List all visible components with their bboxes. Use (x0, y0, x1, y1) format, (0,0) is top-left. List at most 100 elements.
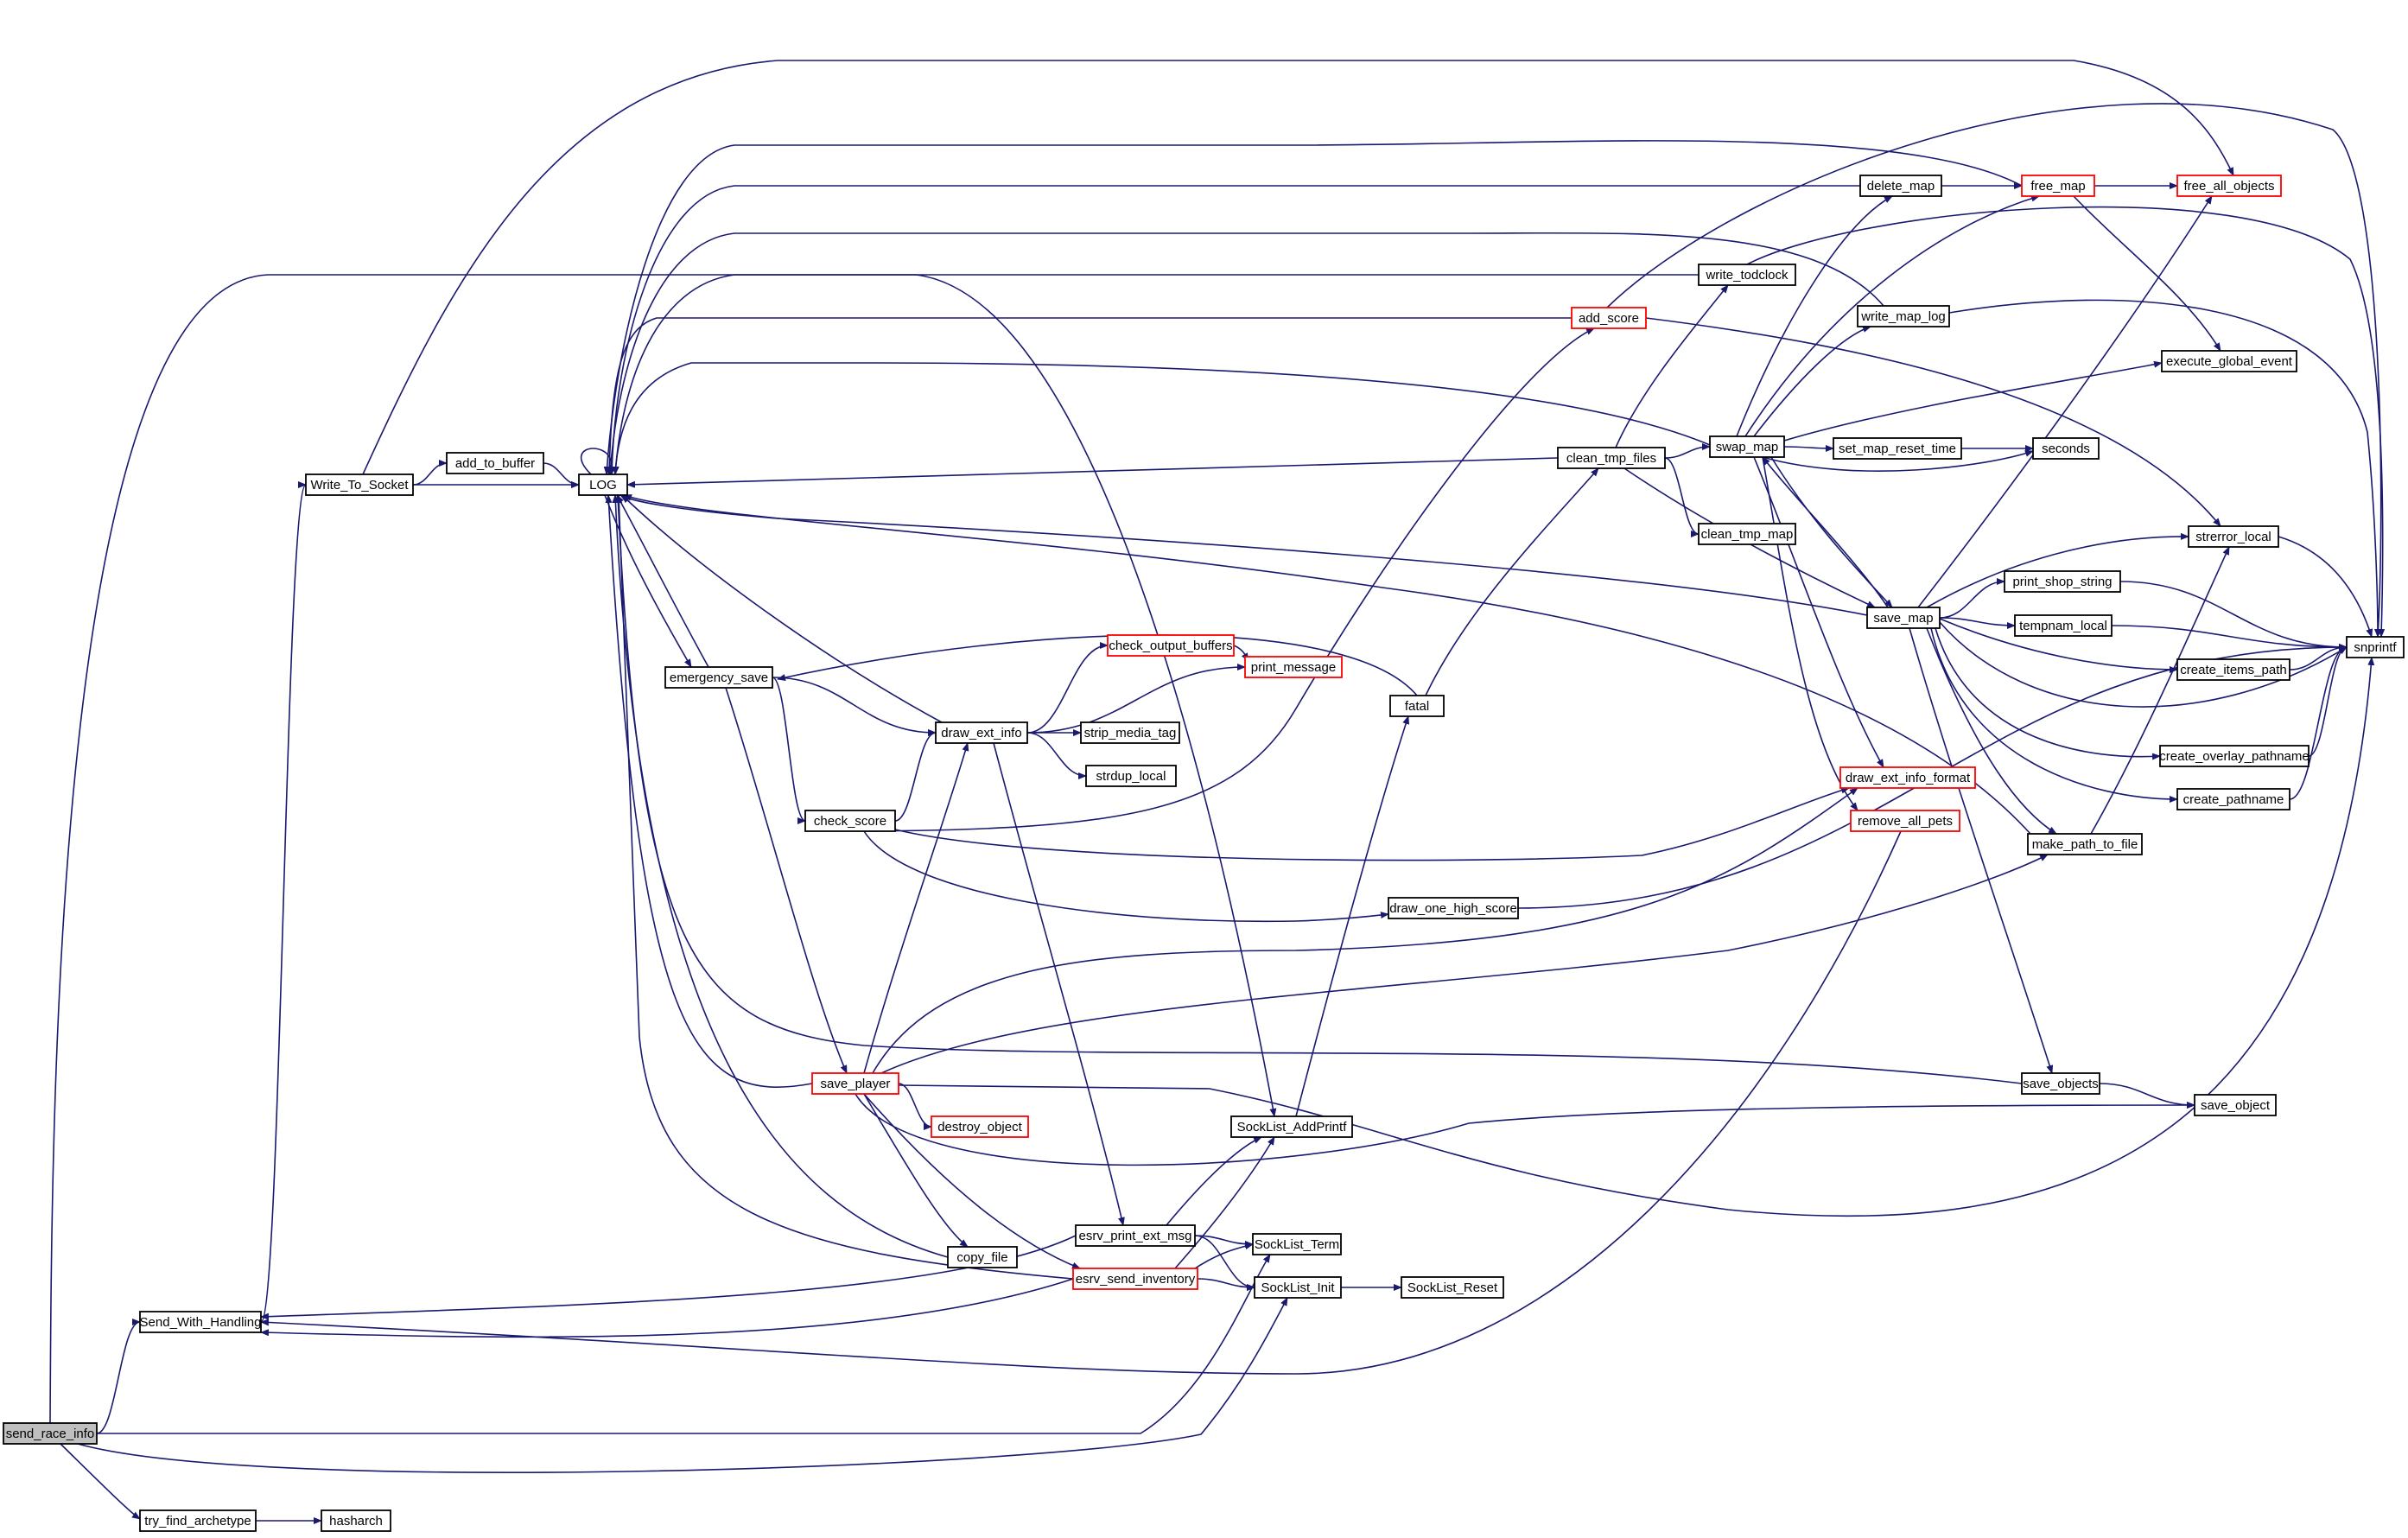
edge-emergency_save-to-check_score (772, 677, 806, 824)
node-strerror_local[interactable]: strerror_local (2188, 525, 2279, 548)
node-delete_map[interactable]: delete_map (1859, 175, 1942, 197)
edge-fatal-to-clean_tmp_files (1425, 467, 1599, 696)
edge-esrv_send_inventory-to-SockList_Term (1191, 1242, 1254, 1271)
node-tempnam_local[interactable]: tempnam_local (2014, 614, 2113, 637)
node-esrv_print_ext_msg[interactable]: esrv_print_ext_msg (1075, 1224, 1196, 1247)
node-destroy_object[interactable]: destroy_object (931, 1115, 1029, 1138)
node-box (1709, 435, 1785, 458)
node-execute_global_event[interactable]: execute_global_event (2161, 350, 2297, 372)
node-check_output_buffers[interactable]: check_output_buffers (1107, 634, 1235, 657)
node-save_map[interactable]: save_map (1866, 607, 1941, 629)
node-box (947, 1246, 1018, 1268)
node-Send_With_Handling[interactable]: Send_With_Handling (139, 1311, 262, 1333)
node-strip_media_tag[interactable]: strip_media_tag (1080, 721, 1180, 744)
node-label: swap_map (1716, 440, 1779, 454)
node-clean_tmp_files[interactable]: clean_tmp_files (1557, 447, 1666, 469)
edge-send_race_info-to-try_find_archetype (60, 1443, 141, 1520)
node-create_overlay_pathname[interactable]: create_overlay_pathname (2159, 745, 2310, 767)
node-label: esrv_print_ext_msg (1079, 1229, 1192, 1243)
edge-clean_tmp_files-to-LOG (626, 457, 1559, 488)
node-label: check_score (814, 814, 886, 829)
node-Write_To_Socket[interactable]: Write_To_Socket (305, 473, 414, 496)
node-add_score[interactable]: add_score (1571, 307, 1647, 329)
edge-strerror_local-to-snprintf (2278, 536, 2373, 638)
edge-send_race_info-to-SockList_Init (77, 1297, 1288, 1473)
node-label: destroy_object (937, 1120, 1022, 1134)
node-send_race_info[interactable]: send_race_info (3, 1422, 98, 1445)
node-clean_tmp_map[interactable]: clean_tmp_map (1698, 523, 1796, 545)
node-label: SockList_Init (1261, 1281, 1335, 1295)
edge-draw_ext_info-to-LOG (621, 494, 943, 723)
edge-save_map-to-make_path_to_file (1926, 627, 2057, 835)
node-label: check_output_buffers (1109, 639, 1232, 653)
node-box (2161, 350, 2297, 372)
edge-create_overlay_pathname-to-snprintf (2308, 644, 2348, 757)
node-draw_one_high_score[interactable]: draw_one_high_score (1388, 897, 1519, 919)
node-label: create_pathname (2183, 792, 2284, 807)
edge-save_player-to-LOG (605, 494, 813, 1088)
node-SockList_AddPrintf[interactable]: SockList_AddPrintf (1230, 1115, 1353, 1138)
node-fatal[interactable]: fatal (1389, 695, 1445, 717)
node-save_objects[interactable]: save_objects (2021, 1072, 2100, 1095)
node-save_player[interactable]: save_player (811, 1072, 899, 1095)
edge-save_map-to-tempnam_local (1939, 617, 2016, 629)
edge-layer (49, 60, 2386, 1524)
node-print_shop_string[interactable]: print_shop_string (2004, 570, 2121, 593)
edge-copy_file-to-LOG (612, 494, 949, 1258)
edge-draw_ext_info-to-strdup_local (1026, 732, 1087, 779)
node-seconds[interactable]: seconds (2032, 437, 2100, 460)
node-label: add_to_buffer (455, 456, 535, 471)
node-label: print_message (1251, 660, 1336, 675)
node-esrv_send_inventory[interactable]: esrv_send_inventory (1072, 1268, 1198, 1290)
node-write_todclock[interactable]: write_todclock (1698, 264, 1796, 286)
edge-save_map-to-create_overlay_pathname (1935, 627, 2161, 760)
node-try_find_archetype[interactable]: try_find_archetype (139, 1509, 257, 1532)
node-label: SockList_Term (1255, 1237, 1339, 1252)
node-box (2194, 1094, 2277, 1116)
node-draw_ext_info_format[interactable]: draw_ext_info_format (1839, 766, 1976, 789)
node-label: SockList_Reset (1407, 1281, 1498, 1295)
node-snprintf[interactable]: snprintf (2346, 636, 2405, 658)
node-label: clean_tmp_map (1701, 527, 1794, 542)
node-check_score[interactable]: check_score (804, 810, 896, 832)
node-LOG[interactable]: LOG (578, 473, 628, 496)
node-remove_all_pets[interactable]: remove_all_pets (1850, 810, 1960, 832)
node-print_message[interactable]: print_message (1244, 656, 1343, 678)
node-copy_file[interactable]: copy_file (947, 1246, 1018, 1268)
node-box (1107, 634, 1235, 657)
edge-write_todclock-to-LOG (612, 274, 1699, 475)
node-SockList_Init[interactable]: SockList_Init (1254, 1276, 1342, 1299)
node-SockList_Reset[interactable]: SockList_Reset (1401, 1276, 1504, 1299)
node-label: draw_one_high_score (1389, 901, 1517, 916)
node-label: write_map_log (1860, 309, 1946, 324)
node-create_pathname[interactable]: create_pathname (2176, 788, 2290, 810)
edge-save_player-to-esrv_send_inventory (863, 1093, 1081, 1269)
node-set_map_reset_time[interactable]: set_map_reset_time (1833, 437, 1962, 460)
node-free_all_objects[interactable]: free_all_objects (2176, 175, 2282, 197)
node-emergency_save[interactable]: emergency_save (664, 666, 773, 689)
node-save_object[interactable]: save_object (2194, 1094, 2277, 1116)
node-box (1389, 695, 1445, 717)
node-make_path_to_file[interactable]: make_path_to_file (2027, 833, 2143, 855)
node-create_items_path[interactable]: create_items_path (2176, 658, 2290, 681)
edge-swap_map-to-set_map_reset_time (1783, 444, 1834, 452)
node-write_map_log[interactable]: write_map_log (1857, 305, 1950, 327)
node-label: seconds (2042, 442, 2090, 456)
node-label: free_all_objects (2183, 179, 2274, 194)
node-label: esrv_send_inventory (1076, 1272, 1196, 1287)
node-swap_map[interactable]: swap_map (1709, 435, 1785, 458)
node-hasharch[interactable]: hasharch (321, 1509, 391, 1532)
edge-esrv_send_inventory-to-SockList_AddPrintf (1174, 1136, 1275, 1269)
node-label: try_find_archetype (144, 1514, 251, 1528)
node-free_map[interactable]: free_map (2021, 175, 2095, 197)
node-draw_ext_info[interactable]: draw_ext_info (935, 721, 1028, 744)
node-add_to_buffer[interactable]: add_to_buffer (446, 452, 544, 474)
edge-swap_map-to-save_map (1770, 456, 1893, 608)
edge-add_to_buffer-to-LOG (543, 462, 580, 488)
node-box (931, 1115, 1029, 1138)
node-SockList_Term[interactable]: SockList_Term (1252, 1233, 1342, 1255)
edge-create_pathname-to-snprintf (2289, 644, 2348, 800)
edge-make_path_to_file-to-LOG (623, 494, 2031, 835)
node-strdup_local[interactable]: strdup_local (1085, 765, 1177, 787)
